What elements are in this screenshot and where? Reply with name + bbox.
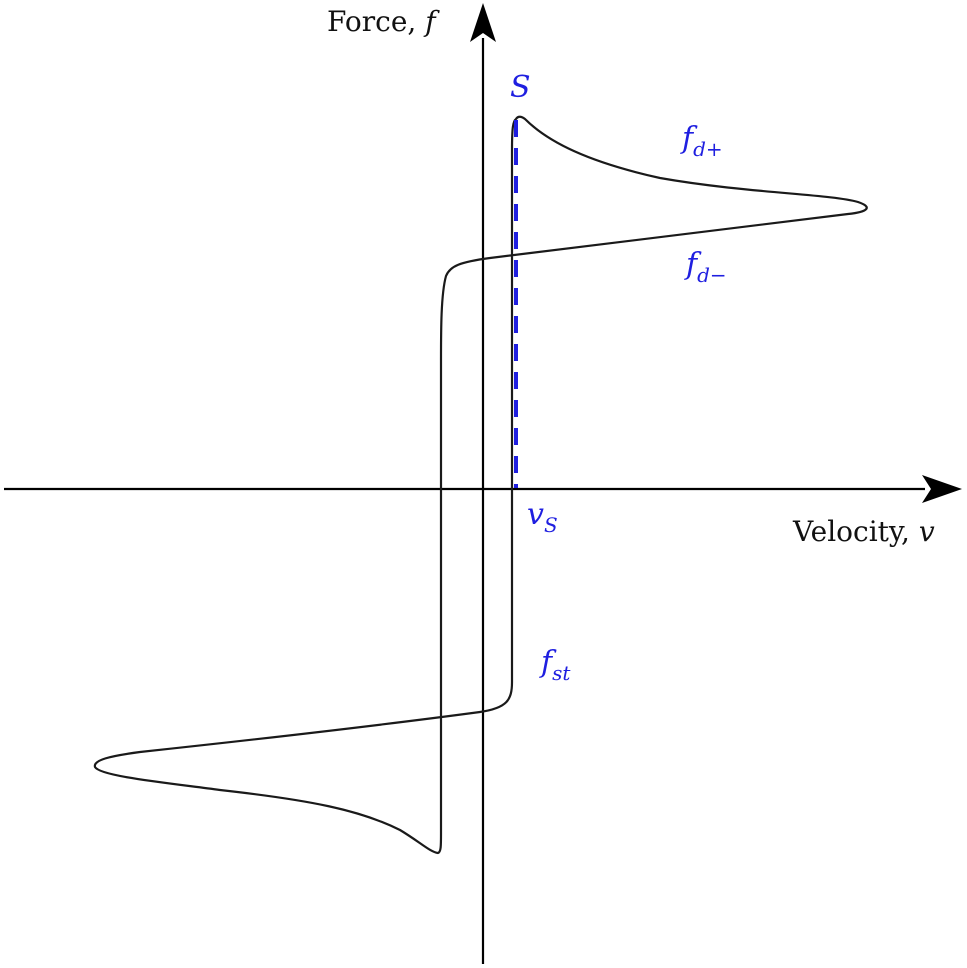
fd-minus-label: fd− [684,247,727,287]
fst-label: fst [539,645,571,685]
fd-plus-label: fd+ [680,121,723,161]
velocity-axis-arrowhead [922,475,962,503]
peak-label-s: S [510,70,531,105]
vs-label: vS [527,497,558,537]
friction-hysteresis-loop [93,115,868,855]
force-axis-arrowhead [470,3,496,42]
force-axis-title: Force, f [327,5,440,38]
velocity-axis-title: Velocity, v [792,515,935,548]
